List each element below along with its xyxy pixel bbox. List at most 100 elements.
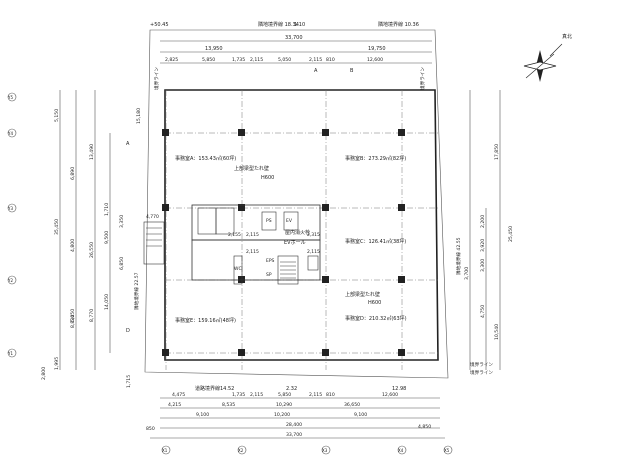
bottom-dim-r2-0: 4,215	[168, 402, 181, 408]
left-dim-inner-0: 8,830	[70, 315, 76, 328]
bottom-dim-r1-4: 2,115	[309, 392, 322, 398]
top-setback-left: 境界ライン	[153, 67, 160, 90]
grid-label-d-left: D	[126, 328, 130, 334]
left-small-3: 6,850	[119, 257, 125, 270]
bottom-dim-r3-0: 9,100	[196, 412, 209, 418]
north-label: 真北	[562, 33, 572, 40]
right-line: 境界ライン	[470, 369, 493, 376]
bottom-dim-row-3: 9,100 10,200 9,100	[196, 412, 367, 418]
right-small-1: 4,750	[480, 305, 486, 318]
top-dim-total: 33,700	[285, 35, 303, 41]
bottom-axis-1: X2	[238, 448, 244, 453]
bottom-dim-r2-3: 36,650	[344, 402, 360, 408]
left-axis-1: Y4	[7, 131, 13, 136]
bottom-road-mid: 2.32	[286, 386, 297, 392]
top-dim-row-0: 2,825	[165, 57, 178, 63]
left-dim-inner-1: 8,770	[89, 309, 95, 322]
structural-columns	[162, 129, 405, 356]
left-dim-outer-2: 4,800	[70, 239, 76, 252]
right-dim-4: 10,540	[494, 324, 500, 340]
bottom-dim-r2-1: 8,535	[222, 402, 235, 408]
core-sp: SP	[266, 272, 272, 278]
left-dim-outer-1: 6,890	[70, 167, 76, 180]
grid-label-b-top: B	[350, 68, 354, 74]
bottom-dim-r2-2: 10,290	[276, 402, 292, 408]
left-dim-outer-0: 5,150	[54, 109, 60, 122]
core-dim-0: 2,115	[246, 232, 259, 238]
top-road-left: 隣地境界線 18.34	[258, 21, 299, 28]
room-office-b: 事務室B：273.29㎡(82坪)	[345, 155, 406, 162]
core-dim-3: 2,115	[307, 249, 320, 255]
core-wc: WC	[234, 266, 242, 272]
top-dim-left: 13,950	[205, 46, 223, 52]
bottom-axis-3: X4	[398, 448, 404, 453]
bottom-dim-r1-1: 1,735	[232, 392, 245, 398]
left-small-1: 3,350	[119, 215, 125, 228]
core-ps: PS	[266, 218, 272, 224]
left-bottom-small-0: 2,800	[41, 367, 47, 380]
right-dim-0: 17,850	[494, 144, 500, 160]
bottom-road-right: 12.98	[392, 386, 406, 392]
upper-trench-1-h: H600	[261, 175, 274, 181]
top-dim-row-4: 5,050	[278, 57, 291, 63]
grid-label-a-left: A	[126, 141, 130, 147]
top-dim-row-1: 5,850	[202, 57, 215, 63]
left-dim-mid-2: 14,050	[104, 294, 110, 310]
left-dim-mid-1: 9,500	[104, 231, 110, 244]
property-boundary	[144, 29, 449, 379]
bottom-dim-r1-0: 4,475	[172, 392, 185, 398]
north-arrow-icon	[523, 43, 563, 82]
room-office-d: 事務室D：210.32㎡(63坪)	[345, 315, 407, 322]
bottom-axis-2: X3	[322, 448, 328, 453]
core-dim-1: 2,315	[307, 232, 320, 238]
top-road-mid: 1.10	[294, 22, 305, 28]
right-dim-1: 2,200	[480, 215, 486, 228]
left-axis-0: Y5	[7, 95, 13, 100]
left-dim-inner-2: 1,995	[54, 357, 60, 370]
left-small-2: 1,710	[104, 203, 110, 216]
right-dim-3: 3,700	[464, 267, 470, 280]
core-eps: EPS	[266, 258, 275, 264]
top-dim-row: 2,825 5,850 1,735 2,115 5,050 2,115 810 …	[165, 57, 383, 63]
stairs	[146, 227, 296, 279]
bottom-line-label: 境界ライン	[470, 361, 493, 368]
top-setback-right: 境界ライン	[419, 67, 426, 90]
left-small-0: 15,180	[136, 108, 142, 124]
right-dim-2: 3,920	[480, 239, 486, 252]
bottom-total-2: 33,700	[286, 432, 302, 438]
bottom-dim-r1-3: 5,850	[278, 392, 291, 398]
top-dim-right: 19,750	[368, 46, 386, 52]
right-small-0: 3,300	[480, 259, 486, 272]
upper-trench-1: 上部梁型たれ壁	[234, 165, 269, 172]
bottom-dim-row-2: 4,215 8,535 10,290 36,650	[168, 402, 360, 408]
bottom-dim-r1-5: 810	[326, 392, 335, 398]
bottom-edge-right: 4,850	[418, 424, 431, 430]
top-dim-row-2: 1,735	[232, 57, 245, 63]
left-dim-outer-3: 5,450	[70, 309, 76, 322]
left-total-2: 26,550	[89, 242, 95, 258]
bottom-dim-r3-1: 10,200	[274, 412, 290, 418]
top-dim-row-5: 2,115	[309, 57, 322, 63]
left-axis-labels: Y5 Y4 Y3 Y2 Y1	[7, 92, 17, 358]
bottom-axis-0: X1	[162, 448, 168, 453]
left-dim-mid-0: 13,490	[89, 144, 95, 160]
bottom-total-1: 28,400	[286, 422, 302, 428]
bottom-dim-r3-2: 9,100	[354, 412, 367, 418]
top-corner: +50.45	[150, 22, 169, 28]
right-boundary: 隣地境界線 42.55	[455, 237, 462, 275]
left-boundary: 隣地境界線 22.57	[133, 272, 140, 310]
left-axis-3: Y2	[7, 278, 13, 283]
left-axis-4: Y1	[7, 351, 13, 356]
top-dim-row-6: 810	[326, 57, 335, 63]
bottom-dim-r1-2: 2,115	[250, 392, 263, 398]
top-dim-row-3: 2,115	[250, 57, 263, 63]
left-axis-2: Y3	[7, 206, 13, 211]
top-road-right: 隣地境界線 10.36	[378, 21, 419, 28]
core-small-0: 4,770	[146, 214, 159, 220]
inner-pipe: 屋内消火栓	[285, 229, 310, 236]
right-total: 25,450	[508, 226, 514, 242]
building-outline	[164, 89, 439, 361]
upper-trench-2-h: H600	[368, 300, 381, 306]
elevator-hall: EVホール	[284, 240, 306, 246]
